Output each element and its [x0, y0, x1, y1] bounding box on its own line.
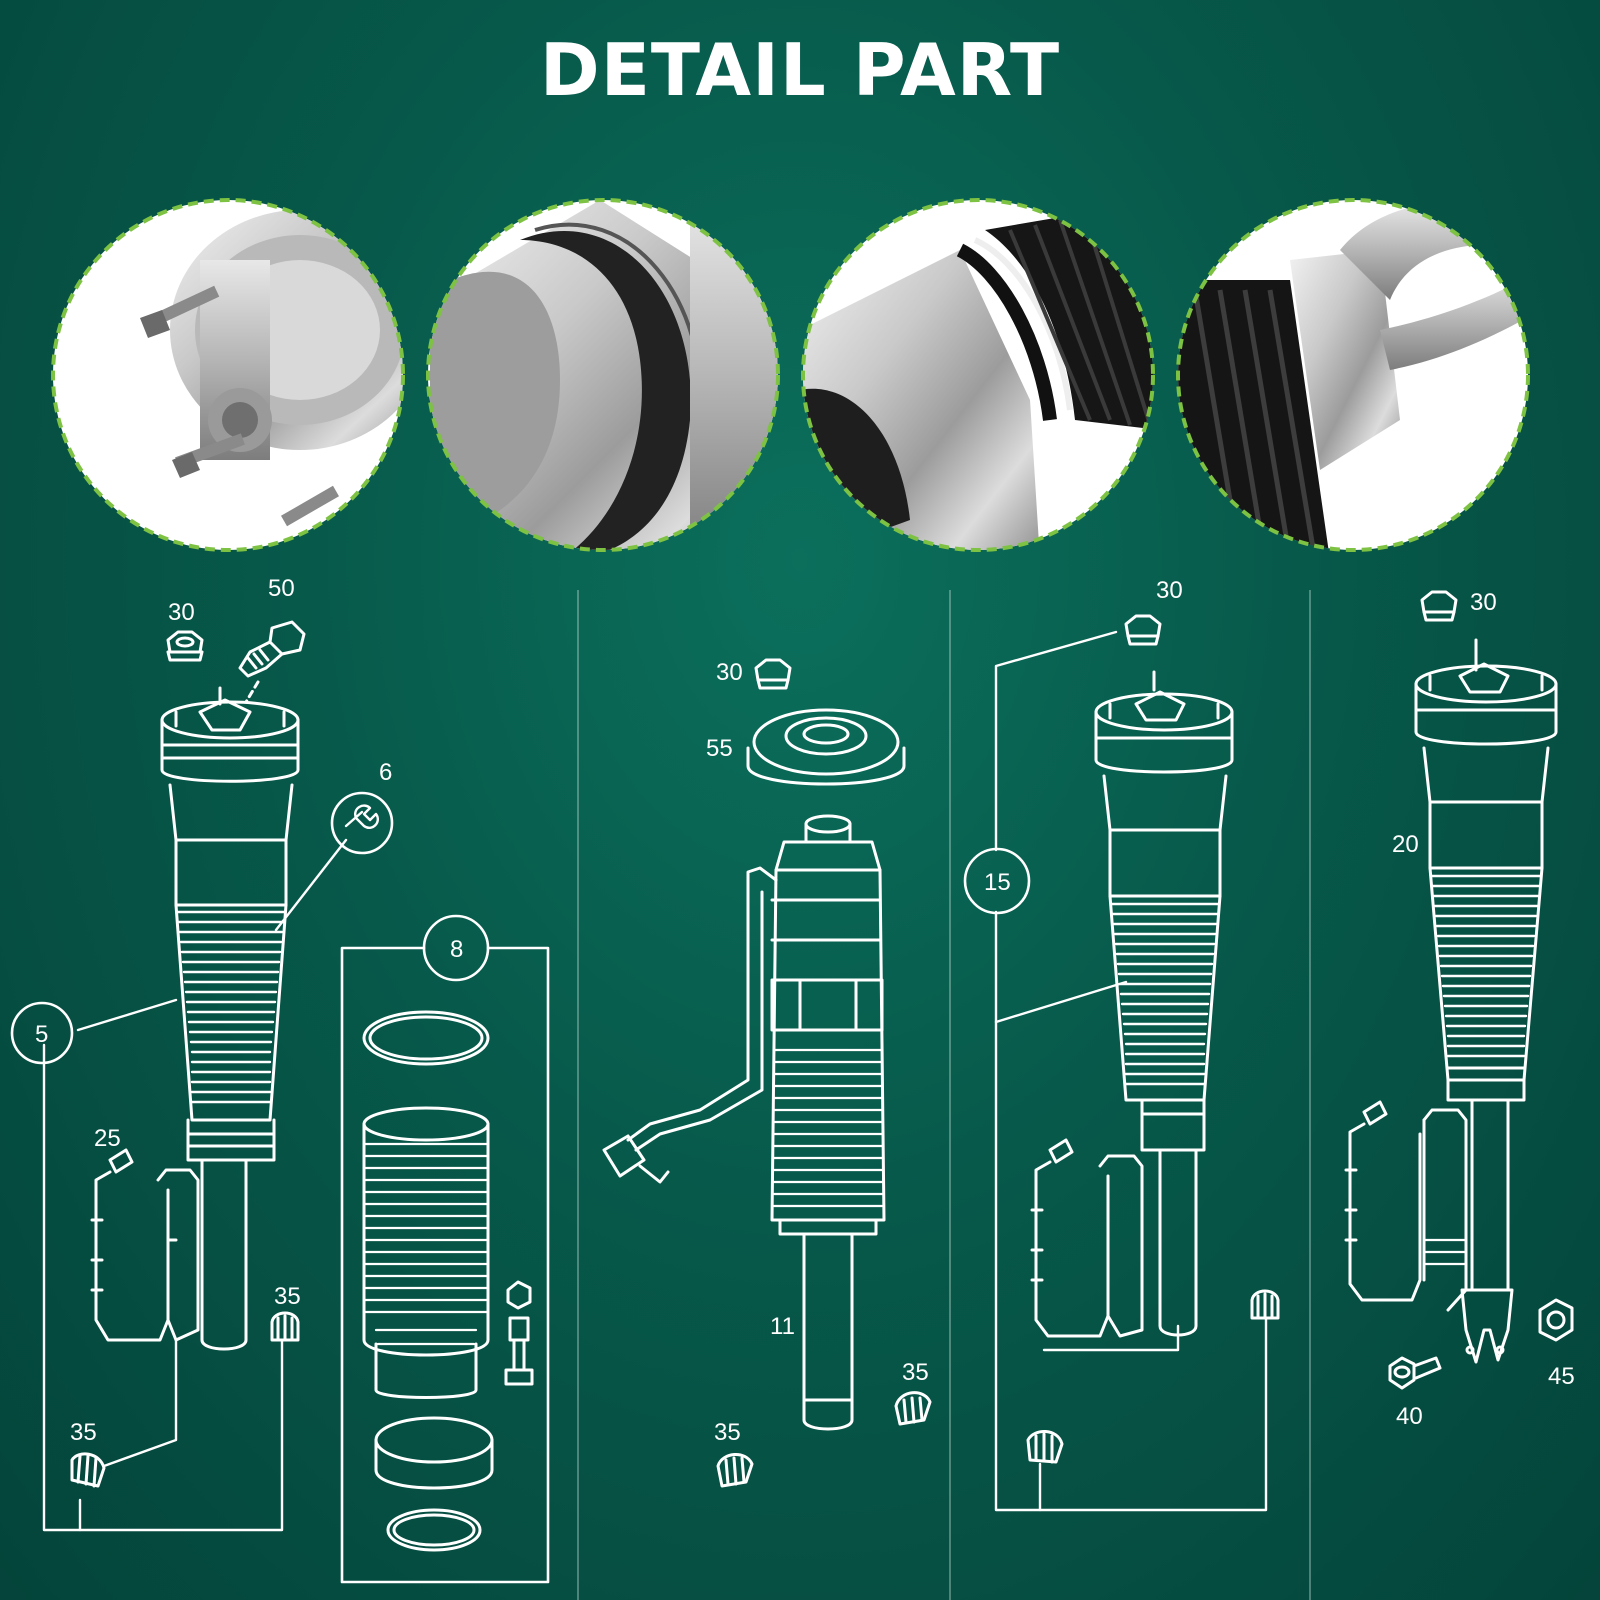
callout-circle-15: [963, 847, 1031, 915]
label-part-6: 6: [379, 759, 392, 786]
nut-part-30: [1124, 614, 1162, 646]
guide-ring: [374, 1416, 494, 1464]
photo-bellows-joint: [801, 198, 1155, 552]
snap-ring: [386, 1508, 482, 1552]
label-part-35: 35: [902, 1359, 929, 1386]
panel-1-front-air-strut: [10, 620, 550, 1584]
plug-part-35-left: [1026, 1430, 1064, 1464]
label-part-35: 35: [714, 1419, 741, 1446]
bolt-and-nut: [504, 1280, 534, 1386]
nut-part-30: [754, 658, 792, 690]
label-part-35: 35: [274, 1283, 301, 1310]
label-part-25: 25: [94, 1125, 121, 1152]
label-part-30: 30: [716, 659, 743, 686]
valve-part-50: [238, 620, 306, 678]
callout-circle-5: [10, 1001, 74, 1065]
label-part-30: 30: [1156, 577, 1183, 604]
nut-part-45: [1538, 1298, 1574, 1342]
callout-circle-8: [422, 914, 490, 982]
plug-part-35-right: [894, 1391, 932, 1426]
nut-part-30: [1420, 590, 1458, 622]
label-part-11: 11: [770, 1313, 795, 1340]
wrench-icon: [330, 791, 394, 855]
label-part-20: 20: [1392, 831, 1419, 858]
label-part-5: 5: [35, 1021, 48, 1048]
nut-part-30: [166, 630, 204, 662]
bolt-part-40: [1388, 1356, 1442, 1390]
label-part-40: 40: [1396, 1403, 1423, 1430]
label-part-30: 30: [1470, 589, 1497, 616]
seal-ring: [362, 1010, 490, 1066]
label-part-15: 15: [984, 869, 1011, 896]
page-title: DETAIL PART: [539, 28, 1061, 112]
plug-part-35-left: [716, 1453, 754, 1488]
label-part-35: 35: [70, 1419, 97, 1446]
label-part-45: 45: [1548, 1363, 1575, 1390]
panel-4-air-strut-fork: [1344, 590, 1574, 1390]
photo-top-mount: [51, 198, 405, 552]
bellows-sleeve: [362, 1106, 490, 1399]
panel-3-air-strut-assembly: [963, 614, 1280, 1512]
panel-2-shock-absorber: [602, 658, 932, 1488]
plug-part-35-left: [70, 1452, 106, 1488]
label-part-8: 8: [450, 936, 463, 963]
plug-part-35-right: [270, 1311, 300, 1342]
photo-crimp-ring: [426, 198, 780, 552]
label-part-50: 50: [268, 575, 295, 602]
mount-plate-part-55: [746, 708, 906, 786]
label-part-30: 30: [168, 599, 195, 626]
bellows-rings: [176, 910, 286, 1104]
plug-part-35-right: [1250, 1289, 1280, 1320]
label-part-55: 55: [706, 735, 733, 762]
